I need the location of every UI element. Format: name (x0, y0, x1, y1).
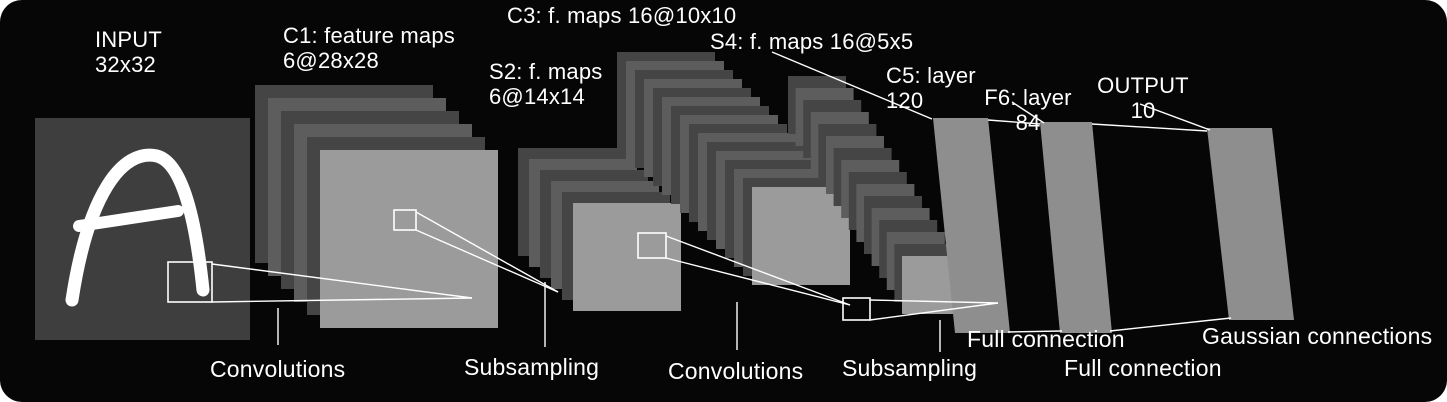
connection-line (211, 297, 473, 303)
output-layer-label: OUTPUT 10 (1097, 73, 1189, 123)
full-connection-label-1: Full connection (967, 326, 1125, 352)
c5-layer-stripe (933, 118, 1010, 333)
connection-line (1109, 317, 1232, 332)
connection-line (771, 51, 933, 120)
s4-receptive-field (842, 297, 871, 321)
connection-line (1091, 123, 1208, 132)
connection-line (987, 119, 1041, 125)
s2-receptive-field (637, 232, 667, 259)
connection-line (415, 211, 559, 293)
f6-layer-label: F6: layer 84 (984, 85, 1072, 135)
connection-line (1007, 330, 1063, 333)
subsampling-label-1: Subsampling (464, 354, 600, 380)
gaussian-connections-label: Gaussian connections (1202, 323, 1433, 349)
input-layer-label: INPUT 32x32 (95, 27, 162, 77)
subsampling-label-2: Subsampling (842, 355, 978, 381)
connection-line (869, 299, 999, 304)
s2-layer-label: S2: f. maps 6@14x14 (489, 59, 603, 109)
c5-layer-label: C5: layer 120 (886, 63, 976, 113)
connection-line (1011, 101, 1045, 124)
c1-receptive-field (393, 209, 417, 231)
convolutions-label-1: Convolutions (210, 356, 346, 382)
connection-line (665, 257, 851, 306)
c3-layer-label: C3: f. maps 16@10x10 (507, 3, 737, 28)
f6-layer-stripe (1040, 122, 1112, 333)
convolutions-label-2: Convolutions (668, 358, 804, 384)
input-digit-crossbar (73, 205, 184, 232)
connection-line (1139, 103, 1211, 131)
connection-line (211, 263, 473, 299)
output-layer-stripe (1207, 128, 1294, 320)
full-connection-label-2: Full connection (1064, 355, 1222, 381)
input-receptive-field (167, 261, 213, 303)
connection-line (415, 229, 559, 293)
c1-layer-label: C1: feature maps 6@28x28 (283, 23, 455, 73)
connection-line (869, 302, 999, 321)
s2-feature-map (573, 203, 681, 311)
connection-line (665, 235, 851, 306)
c1-feature-map (320, 150, 498, 328)
s4-layer-label: S4: f. maps 16@5x5 (710, 29, 914, 54)
